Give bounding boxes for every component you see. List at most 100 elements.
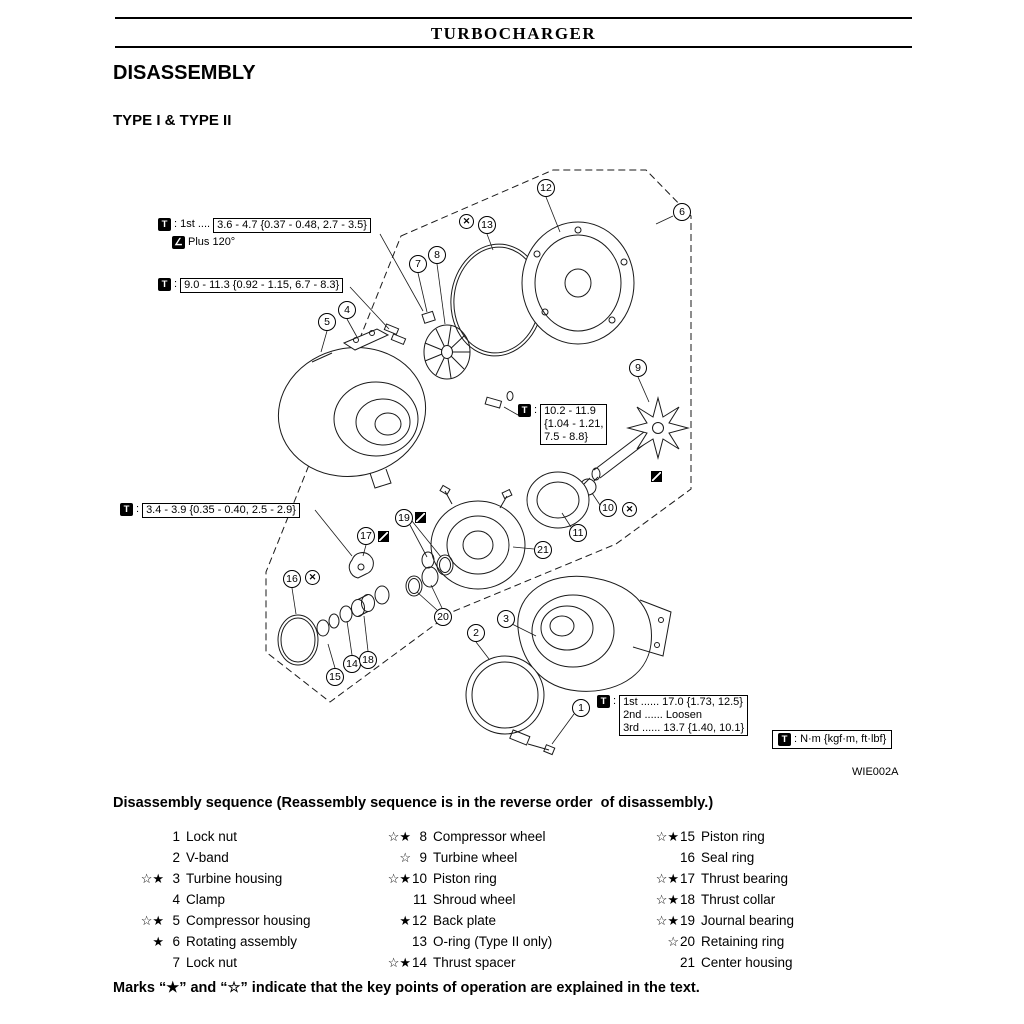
- torque-value: 1st ...... 17.0 {1.73, 12.5} 2nd ...... …: [619, 695, 749, 736]
- tighten-torque-icon: T: [120, 503, 133, 516]
- part-callout-17: 17: [357, 527, 375, 545]
- header-rule-top: [115, 17, 912, 19]
- torque-spec-1: T : 1st .... 3.6 - 4.7 {0.37 - 0.48, 2.7…: [158, 218, 371, 249]
- torque-spec-4: T : 3.4 - 3.9 {0.35 - 0.40, 2.5 - 2.9}: [120, 503, 300, 518]
- part-item-4: 4 Clamp: [130, 889, 311, 910]
- key-point-marks: ☆★: [655, 912, 679, 928]
- part-number: 7: [172, 955, 180, 970]
- part-label: Retaining ring: [701, 934, 785, 949]
- torque-spec-5: T : 1st ...... 17.0 {1.73, 12.5} 2nd ...…: [597, 695, 749, 736]
- non-reusable-part-icon: ✕: [459, 214, 474, 229]
- part-callout-16: 16: [283, 570, 301, 588]
- part-label: Piston ring: [433, 871, 497, 886]
- part-item-11: 11 Shroud wheel: [377, 889, 552, 910]
- key-point-marks: ★: [399, 912, 411, 928]
- part-label: Seal ring: [701, 850, 755, 865]
- torque-prefix: :: [613, 695, 617, 707]
- part-number: 19: [679, 913, 695, 928]
- part-label: Piston ring: [701, 829, 765, 844]
- part-callout-15: 15: [326, 668, 344, 686]
- part-label: Compressor housing: [186, 913, 311, 928]
- part-callout-12: 12: [537, 179, 555, 197]
- part-item-7: 7 Lock nut: [130, 952, 311, 973]
- part-callout-20: 20: [434, 608, 452, 626]
- non-reusable-part-icon: ✕: [622, 502, 637, 517]
- part-number: 9: [419, 850, 427, 865]
- key-point-marks: ★: [152, 933, 164, 949]
- part-label: Lock nut: [186, 955, 238, 970]
- torque-value: 3.4 - 3.9 {0.35 - 0.40, 2.5 - 2.9}: [142, 503, 300, 518]
- part-label: Center housing: [701, 955, 793, 970]
- key-point-marks: ☆★: [387, 828, 411, 844]
- part-callout-1: 1: [572, 699, 590, 717]
- part-callout-21: 21: [534, 541, 552, 559]
- part-callout-5: 5: [318, 313, 336, 331]
- part-number: 16: [679, 850, 695, 865]
- part-label: Rotating assembly: [186, 934, 298, 949]
- part-number: 11: [412, 892, 427, 907]
- page-header-title: TURBOCHARGER: [430, 24, 597, 43]
- key-point-marks: ☆: [667, 933, 679, 949]
- part-number: 20: [679, 934, 695, 949]
- torque-prefix: :: [534, 404, 538, 416]
- torque-value: 9.0 - 11.3 {0.92 - 1.15, 6.7 - 8.3}: [180, 278, 344, 293]
- part-item-19: ☆★19 Journal bearing: [645, 910, 794, 931]
- part-callout-18: 18: [359, 651, 377, 669]
- part-callout-2: 2: [467, 624, 485, 642]
- tighten-torque-icon: T: [158, 218, 171, 231]
- part-label: Turbine wheel: [433, 850, 518, 865]
- part-label: Clamp: [186, 892, 226, 907]
- header-rule-bottom: [115, 46, 912, 48]
- part-label: Thrust spacer: [433, 955, 516, 970]
- part-label: Compressor wheel: [433, 829, 546, 844]
- torque-prefix: : 1st ....: [174, 218, 211, 230]
- torque-unit-legend: T : N·m {kgf·m, ft·lbf}: [772, 730, 893, 749]
- lubricate-icon: [651, 471, 662, 482]
- part-label: Shroud wheel: [433, 892, 516, 907]
- non-reusable-part-icon: ✕: [305, 570, 320, 585]
- figure-code: WIE002A: [852, 766, 899, 778]
- part-item-20: ☆20 Retaining ring: [645, 931, 794, 952]
- section-title: DISASSEMBLY: [113, 62, 256, 84]
- part-label: Lock nut: [186, 829, 238, 844]
- key-point-marks: ☆★: [655, 870, 679, 886]
- part-number: 5: [172, 913, 180, 928]
- part-label: V-band: [186, 850, 229, 865]
- part-callout-7: 7: [409, 255, 427, 273]
- part-item-1: 1 Lock nut: [130, 826, 311, 847]
- part-label: Back plate: [433, 913, 497, 928]
- tighten-torque-icon: T: [778, 733, 791, 746]
- part-callout-11: 11: [569, 524, 587, 542]
- key-point-marks: ☆★: [387, 870, 411, 886]
- torque-value: 10.2 - 11.9 {1.04 - 1.21, 7.5 - 8.8}: [540, 404, 608, 445]
- subsection-title: TYPE I & TYPE II: [113, 112, 232, 129]
- part-number: 4: [172, 892, 180, 907]
- key-point-marks: ☆★: [655, 891, 679, 907]
- part-number: 12: [411, 913, 427, 928]
- part-label: Thrust bearing: [701, 871, 789, 886]
- part-callout-13: 13: [478, 216, 496, 234]
- part-item-16: 16 Seal ring: [645, 847, 794, 868]
- marks-note: Marks “★” and “☆” indicate that the key …: [113, 980, 700, 996]
- torque-spec-3: T : 10.2 - 11.9 {1.04 - 1.21, 7.5 - 8.8}: [518, 404, 608, 445]
- part-number: 1: [172, 829, 180, 844]
- key-point-marks: ☆★: [387, 954, 411, 970]
- part-label: Turbine housing: [186, 871, 283, 886]
- torque-prefix: :: [136, 503, 140, 515]
- part-label: Journal bearing: [701, 913, 795, 928]
- part-item-12: ★12 Back plate: [377, 910, 552, 931]
- sequence-heading: Disassembly sequence (Reassembly sequenc…: [113, 795, 714, 811]
- part-callout-10: 10: [599, 499, 617, 517]
